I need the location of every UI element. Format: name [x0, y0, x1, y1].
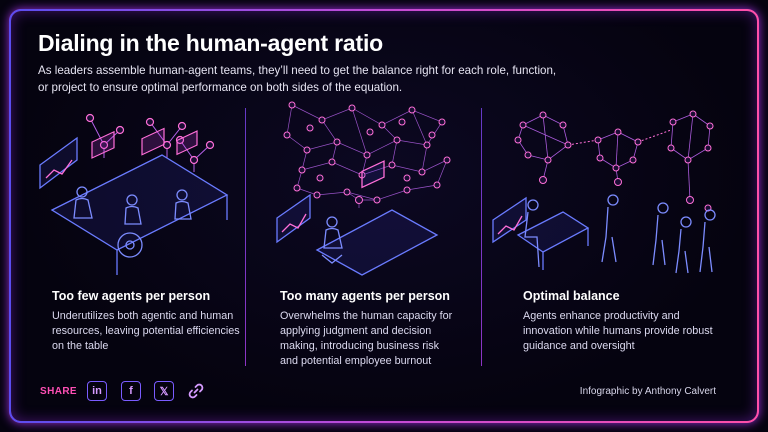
optimal-balance-illustration: [492, 110, 716, 274]
page-title: Dialing in the human-agent ratio: [38, 30, 384, 56]
column-divider-1: [245, 108, 246, 366]
column-heading-many: Too many agents per person: [280, 289, 450, 303]
infographic-frame: [9, 9, 759, 423]
facebook-icon[interactable]: f: [121, 381, 141, 401]
column-body-few: Underutilizes both agentic and human res…: [52, 310, 240, 352]
column-body-optimal: Agents enhance productivity and innovati…: [523, 310, 713, 352]
column-divider-2: [481, 108, 482, 366]
share-label: SHARE: [40, 386, 78, 397]
link-icon[interactable]: [186, 381, 206, 401]
column-body-many: Overwhelms the human capacity for applyi…: [280, 310, 453, 367]
x-icon[interactable]: 𝕏: [154, 381, 174, 401]
linkedin-icon[interactable]: in: [87, 381, 107, 401]
many-agents-illustration: [276, 101, 451, 276]
few-agents-illustration: [39, 113, 229, 275]
page-subtitle: As leaders assemble human-agent teams, t…: [38, 64, 557, 94]
column-heading-few: Too few agents per person: [52, 289, 211, 303]
column-heading-optimal: Optimal balance: [523, 289, 620, 303]
credit-text: Infographic by Anthony Calvert: [579, 386, 716, 397]
